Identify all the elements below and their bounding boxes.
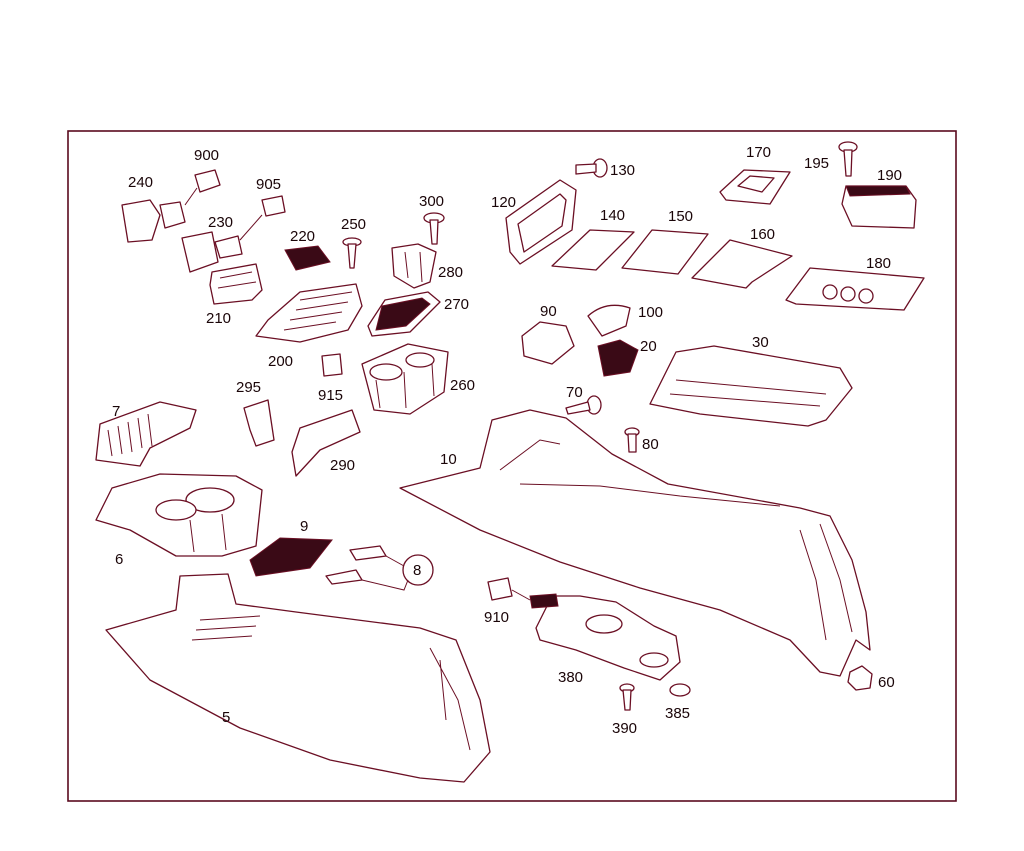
label-260: 260 — [450, 377, 475, 394]
label-10: 10 — [440, 451, 457, 468]
part-300-screw — [423, 212, 445, 245]
part-10-upper-console — [399, 409, 871, 677]
part-260-cupholder — [361, 343, 449, 415]
label-240: 240 — [128, 174, 153, 191]
label-390: 390 — [612, 720, 637, 737]
part-90-bracket — [521, 321, 575, 365]
label-80: 80 — [642, 436, 659, 453]
part-200-storage-box — [255, 283, 363, 343]
part-915-clip — [321, 353, 343, 377]
part-290-trim — [291, 409, 361, 477]
label-190: 190 — [877, 167, 902, 184]
part-270-pad — [367, 291, 441, 337]
part-240-connector — [121, 199, 186, 243]
label-30: 30 — [752, 334, 769, 351]
label-295: 295 — [236, 379, 261, 396]
part-280-bracket — [391, 243, 437, 289]
label-385: 385 — [665, 705, 690, 722]
label-250: 250 — [341, 216, 366, 233]
label-6: 6 — [115, 551, 123, 568]
part-80-screw — [624, 427, 640, 453]
label-300: 300 — [419, 193, 444, 210]
part-70-screw — [565, 395, 602, 415]
label-9: 9 — [300, 518, 308, 535]
part-6-cupholder-tray — [95, 473, 263, 557]
part-190-module — [841, 185, 917, 229]
part-905-connector — [261, 195, 286, 217]
part-230-connector — [181, 214, 263, 273]
label-20: 20 — [640, 338, 657, 355]
part-180-panel — [785, 267, 925, 311]
part-195-screw — [838, 141, 858, 177]
label-220: 220 — [290, 228, 315, 245]
label-230: 230 — [208, 214, 233, 231]
label-290: 290 — [330, 457, 355, 474]
label-915: 915 — [318, 387, 343, 404]
label-380: 380 — [558, 669, 583, 686]
part-390-screw — [619, 683, 635, 711]
label-210: 210 — [206, 310, 231, 327]
label-8: 8 — [413, 562, 421, 579]
label-160: 160 — [750, 226, 775, 243]
label-90: 90 — [540, 303, 557, 320]
part-295-bracket — [243, 399, 275, 447]
part-910-plug — [487, 577, 513, 601]
label-195: 195 — [804, 155, 829, 172]
label-910: 910 — [484, 609, 509, 626]
part-130-screw — [575, 158, 608, 178]
part-20-controller — [597, 339, 639, 377]
label-60: 60 — [878, 674, 895, 691]
label-7: 7 — [112, 403, 120, 420]
label-200: 200 — [268, 353, 293, 370]
part-120-bezel — [505, 179, 577, 265]
label-100: 100 — [638, 304, 663, 321]
part-250-screw — [342, 237, 362, 269]
part-380-charger — [511, 589, 681, 681]
part-60-nut — [847, 665, 873, 691]
part-140-trim — [551, 229, 635, 271]
label-150: 150 — [668, 208, 693, 225]
label-280: 280 — [438, 264, 463, 281]
part-100-knob — [587, 304, 631, 337]
label-70: 70 — [566, 384, 583, 401]
diagram-frame — [67, 130, 957, 802]
label-270: 270 — [444, 296, 469, 313]
label-120: 120 — [491, 194, 516, 211]
label-900: 900 — [194, 147, 219, 164]
label-140: 140 — [600, 207, 625, 224]
label-130: 130 — [610, 162, 635, 179]
part-385-grommet — [669, 683, 691, 697]
part-170-frame — [719, 169, 791, 205]
part-220-grille — [284, 245, 331, 271]
part-150-trim — [621, 229, 709, 275]
part-30-armrest-lid — [649, 345, 853, 427]
part-210-tray — [209, 263, 263, 305]
part-900-connector — [184, 169, 221, 206]
part-160-trim — [691, 239, 793, 289]
label-180: 180 — [866, 255, 891, 272]
part-7-grille — [95, 401, 197, 467]
label-905: 905 — [256, 176, 281, 193]
label-170: 170 — [746, 144, 771, 161]
label-5: 5 — [222, 709, 230, 726]
part-8-clips — [325, 545, 434, 591]
part-5-lower-console — [105, 573, 491, 783]
part-9-grille — [249, 537, 333, 577]
